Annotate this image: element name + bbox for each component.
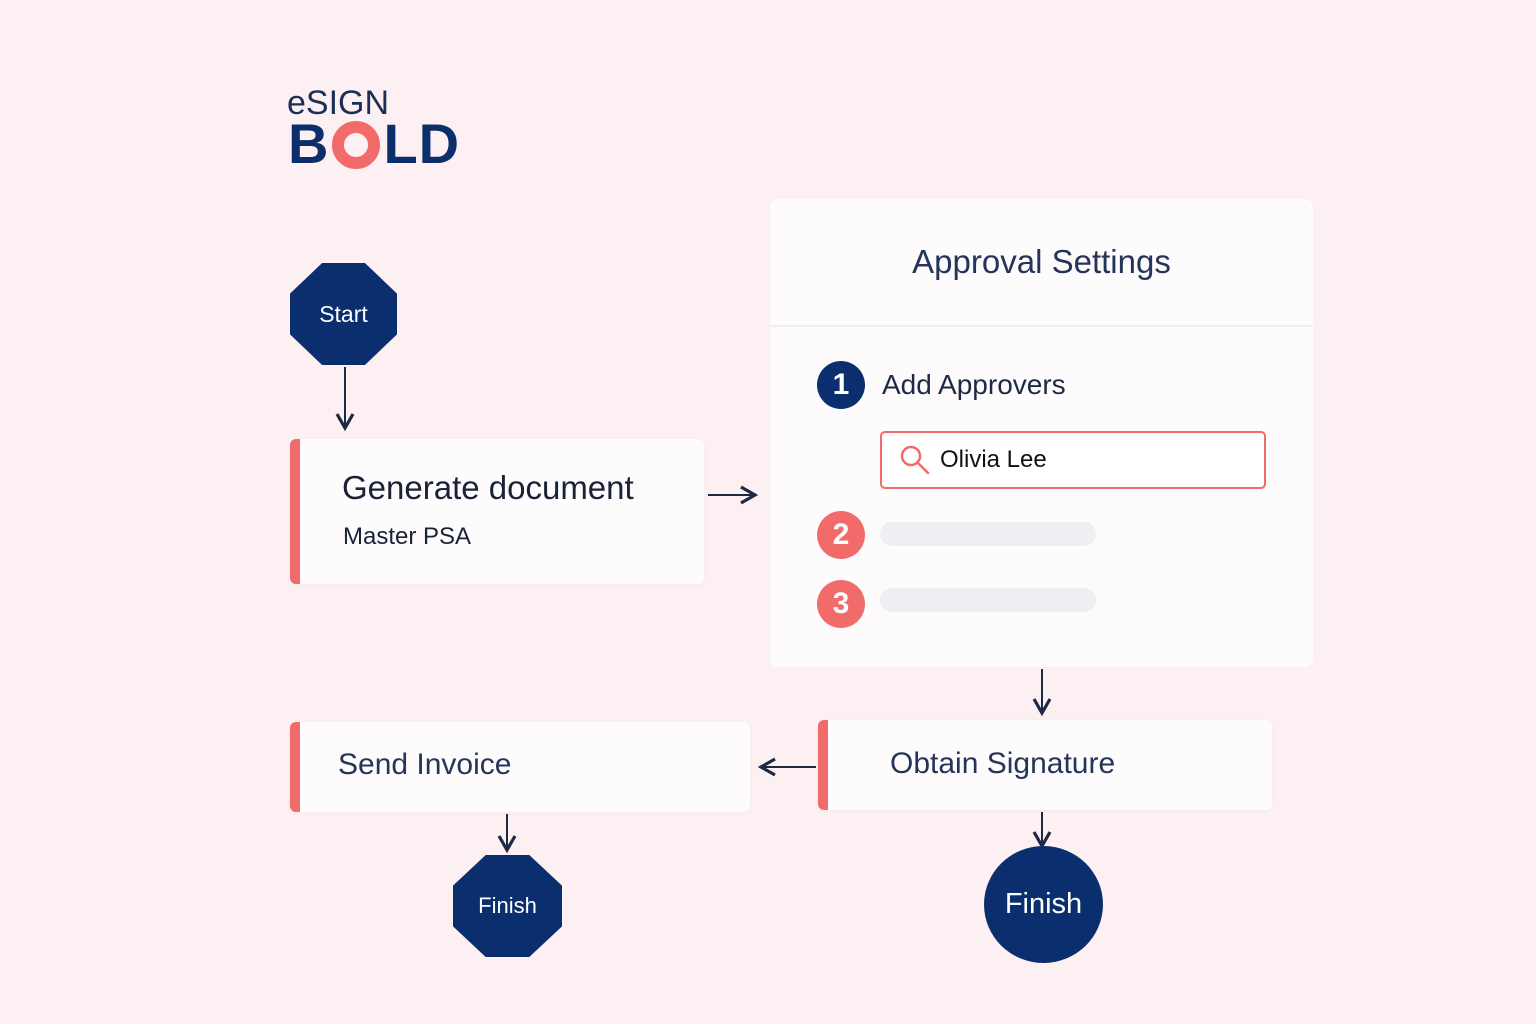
finish-label: Finish — [1004, 888, 1083, 920]
obtain-label: Obtain Signature — [890, 747, 1116, 780]
finish-label: Finish — [478, 893, 537, 918]
approver-search-input[interactable]: Olivia Lee — [880, 431, 1266, 489]
step-2-placeholder — [880, 522, 1096, 546]
generate-title: Generate document — [342, 469, 634, 506]
accent-bar — [818, 720, 828, 810]
generate-subtitle: Master PSA — [343, 523, 472, 550]
finish-node-right[interactable]: Finish — [984, 846, 1103, 963]
step-1-badge: 1 — [817, 361, 865, 409]
step-3-badge: 3 — [817, 580, 865, 628]
accent-bar — [290, 722, 300, 812]
logo-esign: eSIGN — [287, 84, 390, 122]
start-label: Start — [319, 300, 368, 327]
step-1-label: Add Approvers — [882, 369, 1066, 400]
logo-letters-ld: LD — [383, 112, 461, 175]
search-value: Olivia Lee — [940, 446, 1047, 473]
obtain-signature-card[interactable]: Obtain Signature — [818, 720, 1272, 810]
finish-node-left[interactable]: Finish — [453, 855, 562, 957]
step-2-badge: 2 — [817, 511, 865, 559]
accent-bar — [290, 439, 300, 584]
search-icon — [900, 445, 930, 475]
step-3-placeholder — [880, 588, 1096, 612]
panel-title: Approval Settings — [770, 199, 1313, 327]
start-node[interactable]: Start — [290, 263, 397, 365]
generate-document-card[interactable]: Generate document Master PSA — [290, 439, 704, 584]
logo-letter-b: B — [288, 112, 330, 175]
invoice-label: Send Invoice — [338, 748, 512, 781]
send-invoice-card[interactable]: Send Invoice — [290, 722, 750, 812]
approval-settings-panel: Approval Settings 1 Add Approvers Olivia… — [770, 199, 1313, 667]
